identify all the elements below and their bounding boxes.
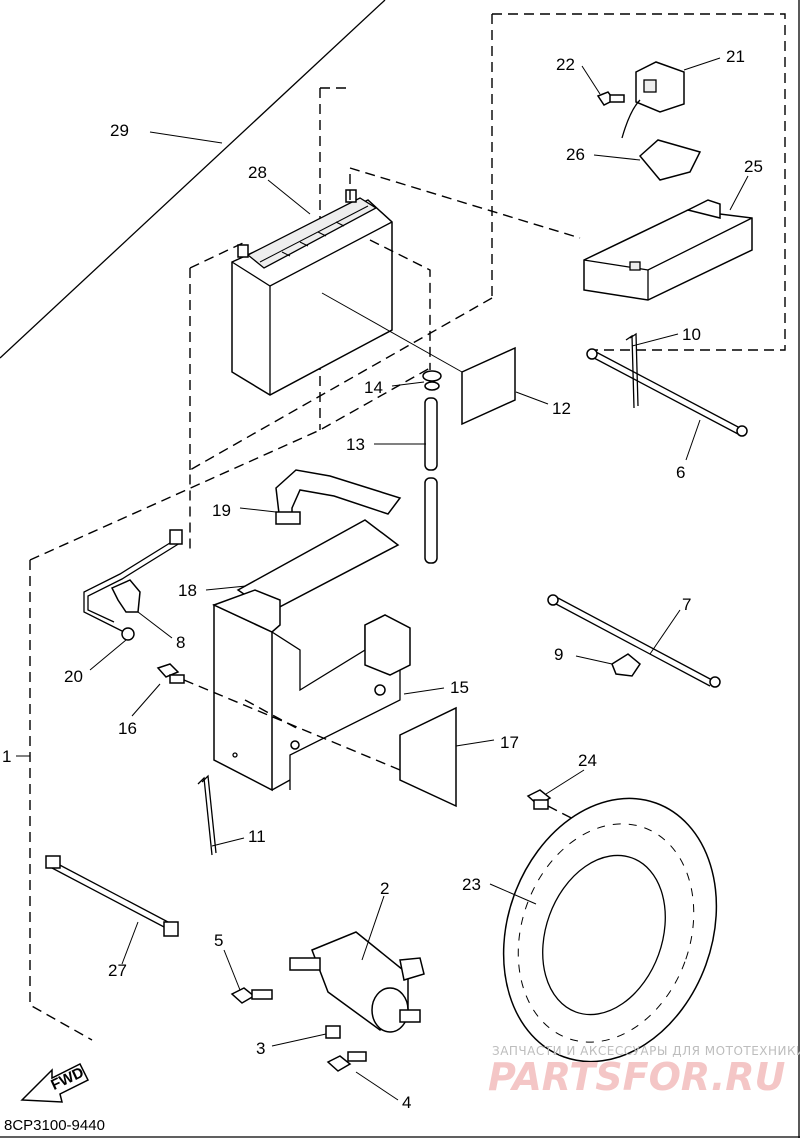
screw-22: [596, 91, 625, 106]
callout-8: 8: [176, 633, 185, 652]
battery-band: [275, 469, 402, 525]
battery: [231, 189, 393, 396]
callout-3: 3: [256, 1039, 265, 1058]
callout-11: 11: [248, 827, 266, 846]
callout-2: 2: [380, 879, 389, 898]
callout-25: 25: [744, 157, 763, 176]
callout-24: 24: [578, 751, 597, 770]
wire-27: [45, 855, 179, 937]
rotor-disc: [502, 797, 718, 1063]
drawing-code: 8CP3100-9440: [4, 1117, 105, 1134]
rod-11: [197, 774, 217, 856]
callouts: 29 28 21 22 26 25 10 6 14 12 13 19 18 8 …: [2, 47, 763, 1112]
battery-pad: [461, 346, 516, 426]
callout-21: 21: [726, 47, 745, 66]
callout-17: 17: [500, 733, 519, 752]
lead-holder: [110, 579, 141, 613]
relay-bracket: [638, 139, 702, 181]
watermark-tagline: ЗАПЧАСТИ И АКСЕССУАРЫ ДЛЯ МОТОТЕХНИКИ: [492, 1044, 800, 1058]
nut-3: [325, 1025, 341, 1039]
callout-19: 19: [212, 501, 231, 520]
kit-1-boundary: [29, 87, 431, 1041]
callout-9: 9: [554, 645, 563, 664]
battery-cover: [399, 706, 457, 808]
callout-6: 6: [676, 463, 685, 482]
callout-13: 13: [346, 435, 365, 454]
cable-6: [586, 348, 748, 437]
callout-27: 27: [108, 961, 127, 980]
cable-7: [547, 594, 721, 688]
callout-4: 4: [402, 1093, 411, 1112]
bolt-5: [230, 987, 273, 1004]
callout-23: 23: [462, 875, 481, 894]
leader-lines: [16, 57, 749, 1101]
battery-case: [212, 589, 411, 792]
callout-1: 1: [2, 747, 11, 766]
callout-7: 7: [682, 595, 691, 614]
relay-cover: [583, 199, 753, 301]
starter-motor: [289, 931, 425, 1033]
callout-26: 26: [566, 145, 585, 164]
ground-lead: [83, 529, 183, 641]
callout-29: 29: [110, 121, 129, 140]
callout-12: 12: [552, 399, 571, 418]
bolt-24: [526, 789, 552, 810]
watermark: ЗАПЧАСТИ И АКСЕССУАРЫ ДЛЯ МОТОТЕХНИКИ PA…: [488, 1044, 800, 1099]
callout-22: 22: [556, 55, 575, 74]
watermark-brand: PARTSFOR.RU: [488, 1055, 786, 1099]
starter-relay: [621, 61, 685, 139]
callout-20: 20: [64, 667, 83, 686]
damper: [422, 370, 442, 391]
callout-18: 18: [178, 581, 197, 600]
callout-10: 10: [682, 325, 701, 344]
callout-14: 14: [364, 378, 383, 397]
callout-28: 28: [248, 163, 267, 182]
callout-5: 5: [214, 931, 223, 950]
breather-hose: [424, 397, 438, 564]
clip-10: [625, 332, 639, 409]
fwd-arrow-icon: FWD: [20, 1062, 90, 1103]
callout-15: 15: [450, 678, 469, 697]
cable-holder-9: [611, 653, 641, 677]
bolt-4: [326, 1051, 367, 1072]
bolt-16: [156, 663, 185, 684]
callout-16: 16: [118, 719, 137, 738]
